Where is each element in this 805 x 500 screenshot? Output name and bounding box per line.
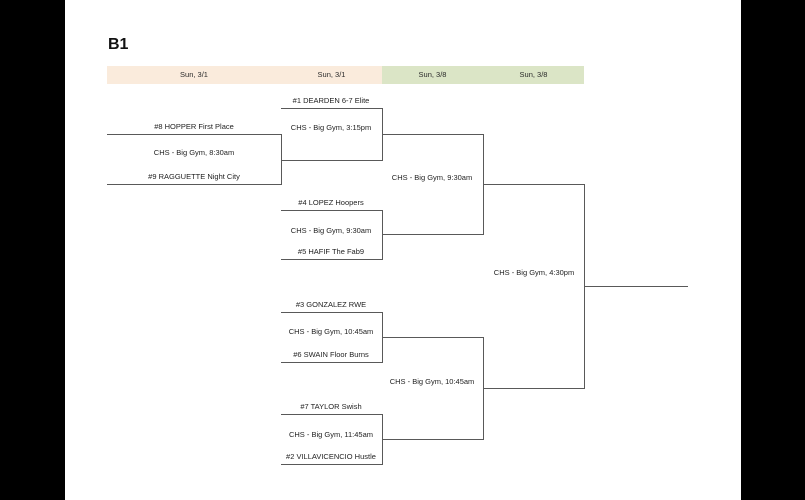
team-label-3-gonzalez: #3 GONZALEZ RWE	[295, 300, 367, 309]
team-label-5-hafif: #5 HAFIF The Fab9	[297, 247, 365, 256]
bracket-sheet: B1 Sun, 3/1 Sun, 3/1 Sun, 3/8 Sun, 3/8 #…	[65, 0, 741, 500]
bracket-line-champion	[584, 286, 688, 287]
game-info-qf4: CHS - Big Gym, 11:45am	[288, 430, 374, 439]
bracket-line-sf1-top	[382, 134, 483, 135]
bracket-line-final-bottom	[483, 388, 584, 389]
game-info-playin: CHS - Big Gym, 8:30am	[153, 148, 235, 157]
bracket-line-qf3-bottom	[281, 362, 382, 363]
bracket-line-sf2-top	[382, 337, 483, 338]
bracket-connector-playin	[281, 134, 282, 185]
bracket-connector-sf1	[483, 134, 484, 235]
bracket-line-qf1-bottom	[281, 160, 382, 161]
game-info-qf1: CHS - Big Gym, 3:15pm	[290, 123, 372, 132]
game-info-final: CHS - Big Gym, 4:30pm	[493, 268, 575, 277]
team-label-8-hopper: #8 HOPPER First Place	[154, 122, 234, 131]
bracket-line-final-top	[483, 184, 584, 185]
bracket-line-qf2-top	[281, 210, 382, 211]
bracket-line-qf3-top	[281, 312, 382, 313]
bracket-title: B1	[108, 36, 129, 53]
bracket-line-sf2-bottom	[382, 439, 483, 440]
bracket-connector-qf4	[382, 414, 383, 465]
bracket-line-playin-top	[107, 134, 281, 135]
bracket-line-qf1-top	[281, 108, 382, 109]
bracket-line-qf4-top	[281, 414, 382, 415]
team-label-1-dearden: #1 DEARDEN 6-7 Elite	[292, 96, 370, 105]
team-label-7-taylor: #7 TAYLOR Swish	[300, 402, 362, 411]
game-info-sf1: CHS - Big Gym, 9:30am	[391, 173, 473, 182]
team-label-2-villavicencio: #2 VILLAVICENCIO Hustle	[286, 452, 376, 461]
bracket-connector-final	[584, 184, 585, 389]
bracket-connector-qf1	[382, 108, 383, 161]
bracket-connector-qf3	[382, 312, 383, 363]
game-info-qf3: CHS - Big Gym, 10:45am	[288, 327, 374, 336]
game-info-sf2: CHS - Big Gym, 10:45am	[389, 377, 475, 386]
round-header-1: Sun, 3/1	[107, 66, 281, 84]
round-header-4: Sun, 3/8	[483, 66, 584, 84]
bracket-connector-qf2	[382, 210, 383, 260]
team-label-4-lopez: #4 LOPEZ Hoopers	[298, 198, 364, 207]
round-header-3: Sun, 3/8	[382, 66, 483, 84]
bracket-line-qf4-bottom	[281, 464, 382, 465]
team-label-6-swain: #6 SWAIN Floor Burns	[293, 350, 369, 359]
team-label-9-ragguette: #9 RAGGUETTE Night City	[148, 172, 240, 181]
bracket-line-sf1-bottom	[382, 234, 483, 235]
bracket-line-qf2-bottom	[281, 259, 382, 260]
game-info-qf2: CHS - Big Gym, 9:30am	[290, 226, 372, 235]
bracket-line-playin-bottom	[107, 184, 281, 185]
round-header-2: Sun, 3/1	[281, 66, 382, 84]
bracket-connector-sf2	[483, 337, 484, 440]
